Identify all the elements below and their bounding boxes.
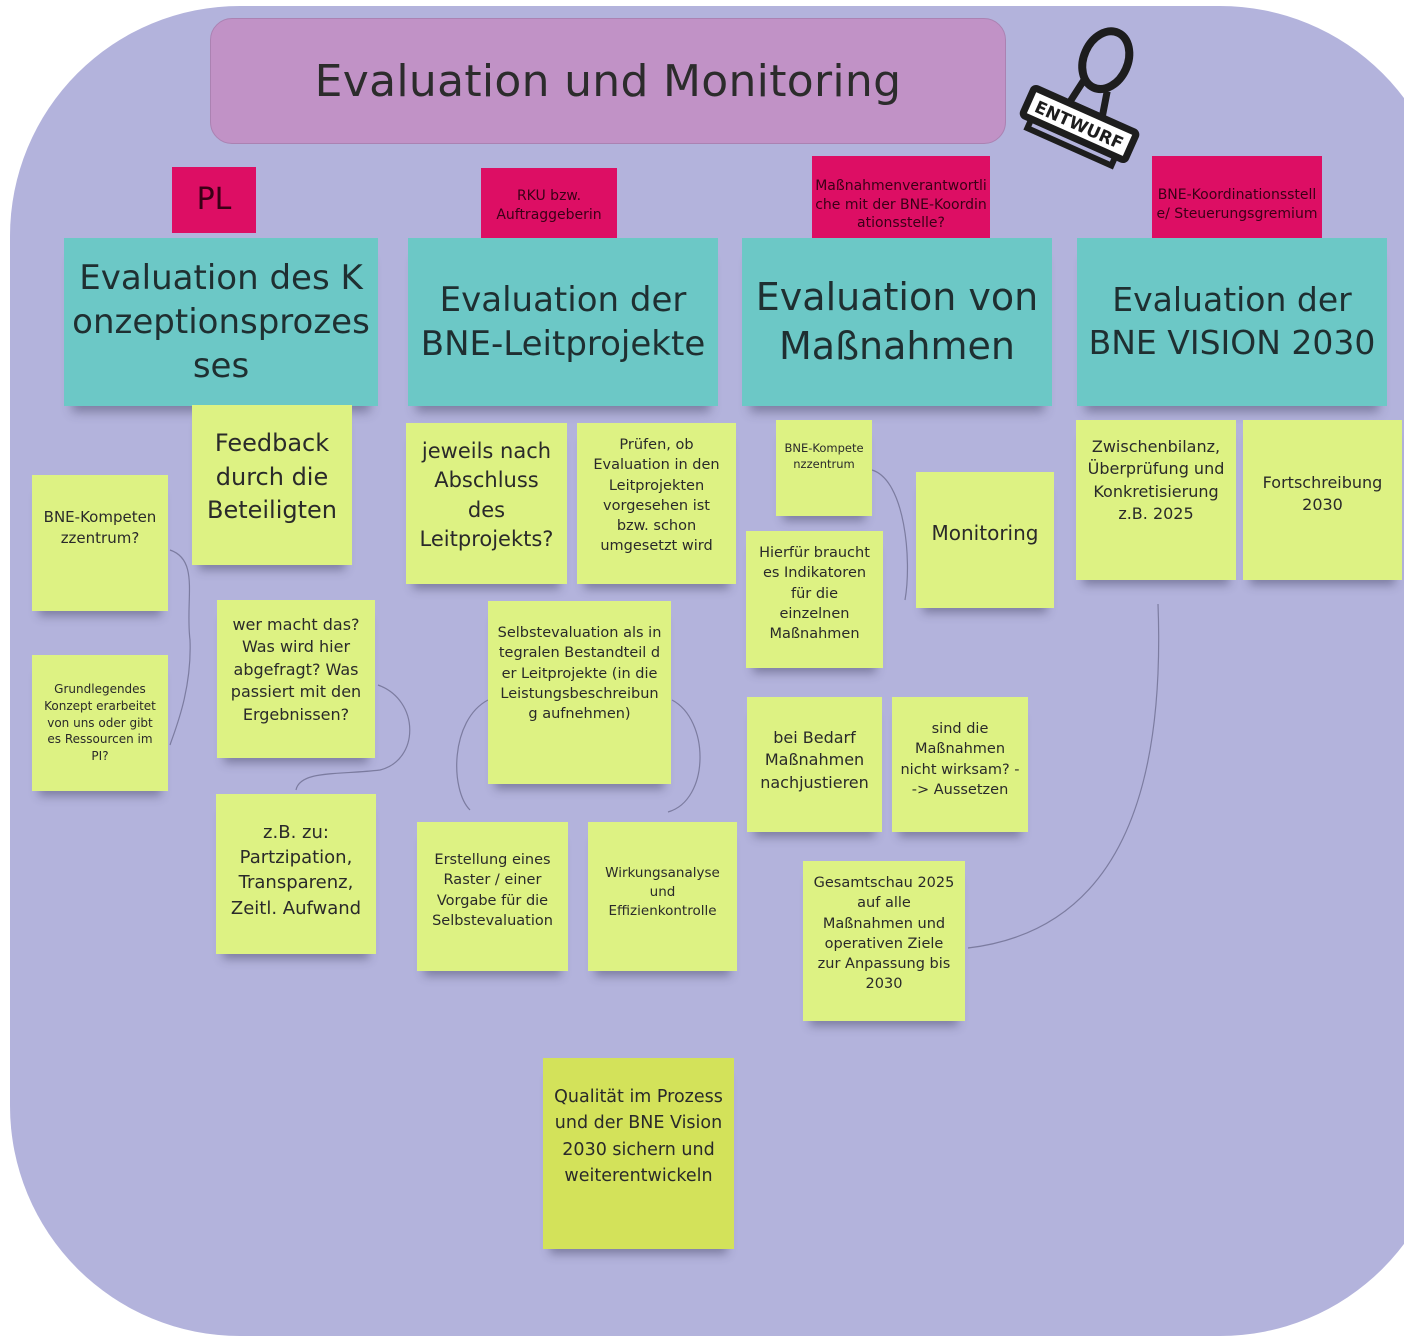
heading-leitprojekte: Evaluation der BNE-Leitprojekte (408, 238, 718, 406)
note-c1-zb: z.B. zu: Partzipation, Transparenz, Zeit… (216, 794, 376, 954)
heading-label: Evaluation der BNE-Leitprojekte (420, 279, 706, 364)
note-text: Prüfen, ob Evaluation in den Leitprojekt… (593, 437, 720, 555)
note-goal-qualitaet: Qualität im Prozess und der BNE Vision 2… (543, 1058, 734, 1249)
heading-vision-2030: Evaluation der BNE VISION 2030 (1077, 238, 1387, 406)
note-text: Feedback durch die Beteiligten (206, 429, 338, 525)
note-c3-gesamtschau: Gesamtschau 2025 auf alle Maßnahmen und … (803, 861, 965, 1021)
note-text: jeweils nach Abschluss des Leitprojekts? (419, 439, 554, 552)
note-text: Fortschreibung 2030 (1262, 473, 1383, 515)
note-c1-feedback: Feedback durch die Beteiligten (192, 405, 352, 565)
note-c4-zwischenbilanz: Zwischenbilanz, Überprüfung und Konkreti… (1076, 420, 1236, 580)
tag-massnahmenverantwortliche: Maßnahmenverantwortliche mit der BNE-Koo… (812, 156, 990, 254)
heading-label: Evaluation der BNE VISION 2030 (1088, 280, 1376, 362)
note-text: wer macht das? Was wird hier abgefragt? … (230, 615, 362, 724)
heading-label: Evaluation des Konzeptionsprozesses (72, 257, 370, 387)
heading-konzeptionsprozess: Evaluation des Konzeptionsprozesses (64, 238, 378, 406)
heading-label: Evaluation von Maßnahmen (755, 274, 1039, 368)
note-c3-monitoring: Monitoring (916, 472, 1054, 608)
note-text: Zwischenbilanz, Überprüfung und Konkreti… (1087, 437, 1225, 524)
brace-c2-left (456, 699, 489, 811)
note-c2-selbstevaluation: Selbstevaluation als integralen Bestandt… (488, 601, 671, 784)
note-c2-jeweils: jeweils nach Abschluss des Leitprojekts? (406, 423, 567, 584)
note-text: Selbstevaluation als integralen Bestandt… (497, 625, 662, 723)
note-text: Grundlegendes Konzept erarbeitet von uns… (44, 682, 156, 764)
tag-label: BNE-Koordinationsstelle/ Steuerungsgremi… (1156, 187, 1318, 222)
note-c2-pruefen: Prüfen, ob Evaluation in den Leitprojekt… (577, 423, 736, 584)
note-text: BNE-Kompetenzzentrum (784, 441, 864, 472)
note-text: Erstellung eines Raster / einer Vorgabe … (432, 852, 553, 929)
brace-c1-right (295, 684, 411, 791)
note-text: Monitoring (931, 521, 1039, 545)
note-c2-wirkungsanalyse: Wirkungsanalyse und Effizienkontrolle (588, 822, 737, 971)
tag-label: RKU bzw. Auftraggeberin (496, 188, 602, 223)
note-c2-raster: Erstellung eines Raster / einer Vorgabe … (417, 822, 568, 971)
note-c3-kompetenzzentrum: BNE-Kompetenzzentrum (776, 420, 872, 516)
brace-c2-right (667, 699, 701, 813)
note-c1-konzept: Grundlegendes Konzept erarbeitet von uns… (32, 655, 168, 791)
note-c3-wirksam: sind die Maßnahmen nicht wirksam? --> Au… (892, 697, 1028, 832)
title-banner: Evaluation und Monitoring (210, 18, 1006, 144)
heading-massnahmen: Evaluation von Maßnahmen (742, 238, 1052, 406)
page-title: Evaluation und Monitoring (314, 55, 902, 107)
note-c1-wer: wer macht das? Was wird hier abgefragt? … (217, 600, 375, 758)
tag-label: PL (196, 181, 232, 217)
brace-c1-left (169, 549, 191, 746)
note-text: BNE-Kompetenzzentrum? (43, 508, 157, 547)
connector-lines (169, 469, 1160, 949)
brace-c3 (871, 469, 909, 601)
tag-rku: RKU bzw. Auftraggeberin (481, 168, 617, 244)
curve-gesamt-zwischen (967, 603, 1160, 949)
note-text: Wirkungsanalyse und Effizienkontrolle (605, 865, 720, 919)
tag-koordinationsstelle: BNE-Koordinationsstelle/ Steuerungsgremi… (1152, 156, 1322, 254)
note-text: Gesamtschau 2025 auf alle Maßnahmen und … (813, 875, 955, 993)
stamp-icon: ENTWURF (1019, 27, 1140, 170)
note-c4-fortschreibung: Fortschreibung 2030 (1243, 420, 1402, 580)
note-c3-hierfuer: Hierfür braucht es Indikatoren für die e… (746, 531, 883, 668)
note-text: Qualität im Prozess und der BNE Vision 2… (554, 1087, 723, 1186)
note-text: Hierfür braucht es Indikatoren für die e… (759, 545, 870, 643)
tag-label: Maßnahmenverantwortliche mit der BNE-Koo… (815, 177, 987, 232)
note-text: sind die Maßnahmen nicht wirksam? --> Au… (900, 721, 1020, 798)
note-c3-bedarf: bei Bedarf Maßnahmen nachjustieren (747, 697, 882, 832)
note-text: z.B. zu: Partzipation, Transparenz, Zeit… (230, 822, 362, 919)
note-c1-kompetenzzentrum: BNE-Kompetenzzentrum? (32, 475, 168, 611)
note-text: bei Bedarf Maßnahmen nachjustieren (760, 728, 869, 792)
tag-pl: PL (172, 167, 256, 233)
